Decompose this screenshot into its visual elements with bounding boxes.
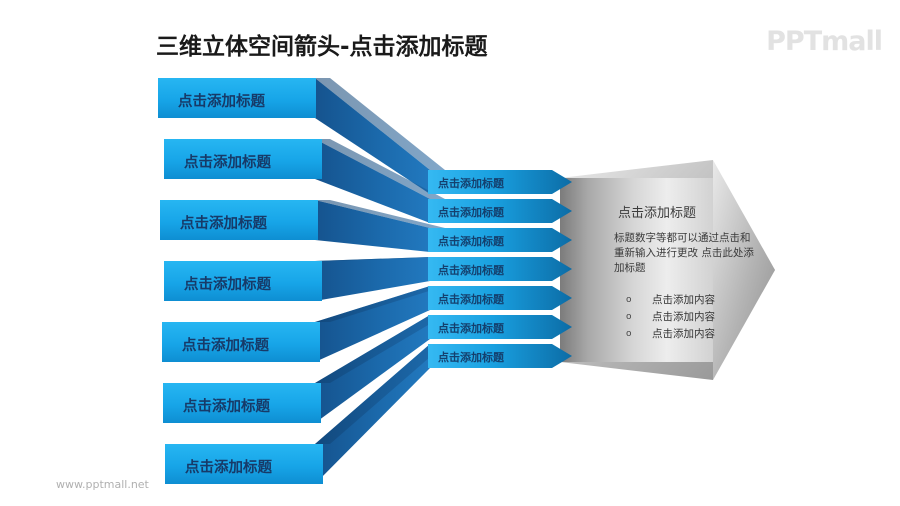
bullet-marker-icon: o [626, 294, 632, 305]
list-item-label: 点击添加内容 [652, 294, 715, 306]
list-item: o 点击添加内容 [622, 291, 772, 308]
summary-arrow-shape[interactable] [560, 160, 775, 380]
left-bar-5[interactable] [162, 322, 320, 362]
bullet-marker-icon: o [626, 328, 632, 339]
left-bar-7[interactable] [165, 444, 323, 484]
connector-band-6 [315, 315, 445, 423]
footer-watermark: www.pptmall.net [56, 478, 149, 491]
left-bar-4[interactable] [164, 261, 322, 301]
left-bar-3[interactable] [160, 200, 318, 240]
middle-bar-3[interactable] [428, 228, 572, 252]
summary-panel-title: 点击添加标题 [618, 206, 697, 221]
left-bar-6[interactable] [163, 383, 321, 423]
page-title: 三维立体空间箭头-点击添加标题 [156, 34, 488, 60]
middle-bar-7[interactable] [428, 344, 572, 368]
connector-band-1 [315, 78, 445, 194]
middle-bar-2[interactable] [428, 199, 572, 223]
brand-logo: PPTmall [766, 26, 883, 57]
middle-bar-1[interactable] [428, 170, 572, 194]
left-bar-2[interactable] [164, 139, 322, 179]
connector-band-5 [315, 286, 445, 362]
bullet-marker-icon: o [626, 311, 632, 322]
connector-band-7 [315, 344, 445, 484]
connector-band-4 [315, 257, 445, 301]
list-item: o 点击添加内容 [622, 325, 772, 342]
left-bar-1[interactable] [158, 78, 316, 118]
middle-bar-4[interactable] [428, 257, 572, 281]
list-item: o 点击添加内容 [622, 308, 772, 325]
list-item-label: 点击添加内容 [652, 328, 715, 340]
middle-bar-6[interactable] [428, 315, 572, 339]
connector-band-2 [315, 139, 445, 223]
summary-panel-bullet-list: o 点击添加内容 o 点击添加内容 o 点击添加内容 [622, 291, 772, 342]
list-item-label: 点击添加内容 [652, 311, 715, 323]
middle-bar-5[interactable] [428, 286, 572, 310]
summary-panel-body: 标题数字等都可以通过点击和重新输入进行更改 点击此处添加标题 [614, 232, 754, 274]
connector-band-3 [315, 200, 445, 252]
